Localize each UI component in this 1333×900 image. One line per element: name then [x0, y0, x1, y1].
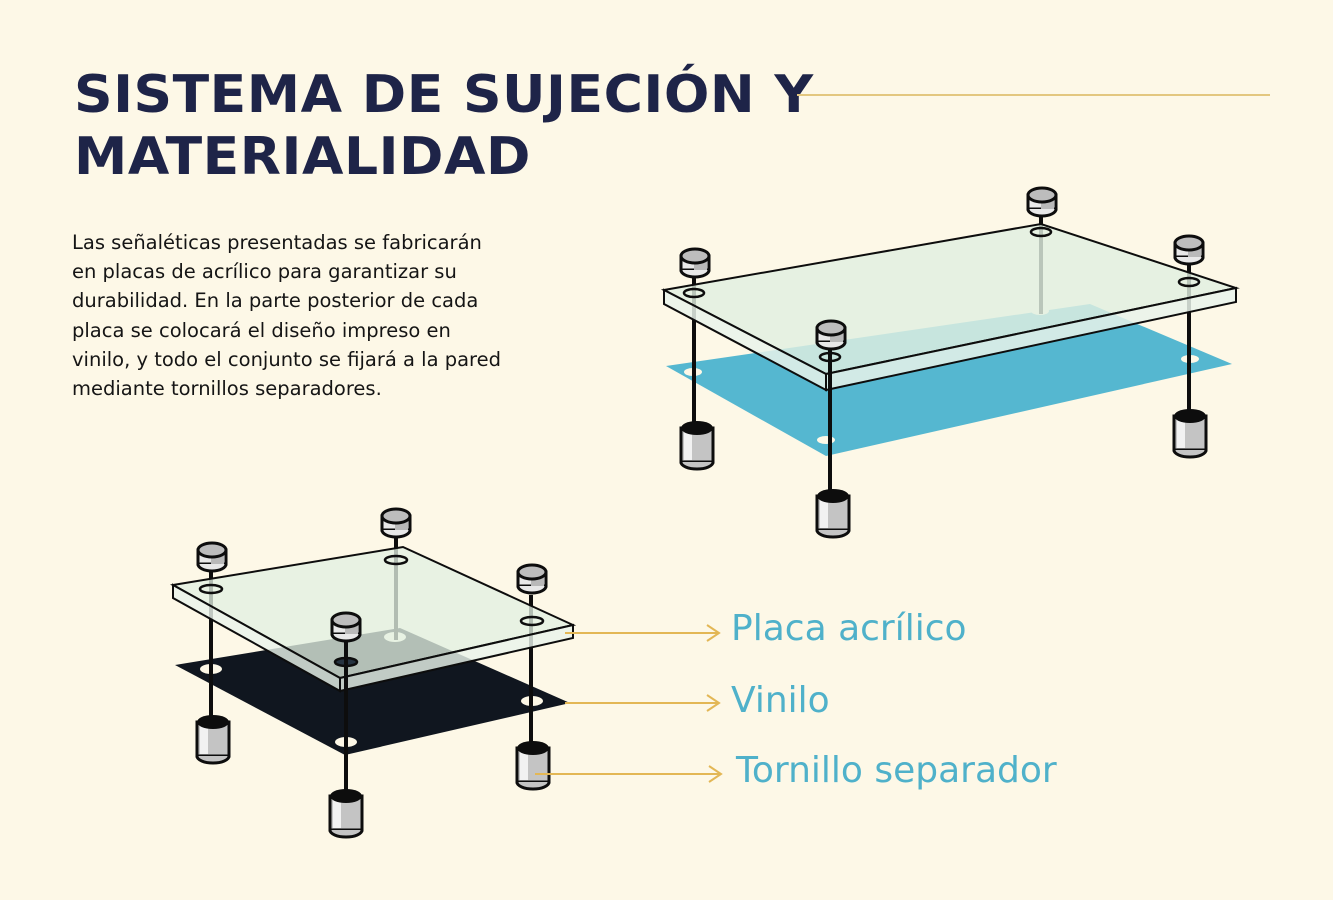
title-divider: [797, 94, 1270, 96]
rectangular-assembly: [660, 186, 1240, 539]
label-vinyl: Vinilo: [731, 680, 830, 721]
label-acrylic-plate: Placa acrílico: [731, 608, 967, 649]
title-line-1: SISTEMA DE SUJECIÓN Y: [74, 65, 814, 125]
description-line: vinilo, y todo el conjunto se fijará a l…: [72, 347, 502, 371]
description-line: placa se colocará el diseño impreso en: [72, 318, 451, 342]
page-title: SISTEMA DE SUJECIÓN Y MATERIALIDAD: [74, 64, 814, 188]
description-line: durabilidad. En la parte posterior de ca…: [72, 289, 479, 313]
vinyl-sheet-blue: [666, 304, 1232, 456]
description-line: mediante tornillos separadores.: [72, 377, 382, 401]
square-assembly: [170, 507, 577, 839]
description-line: en placas de acrílico para garantizar su: [72, 260, 457, 284]
description-line: Las señaléticas presentadas se fabricará…: [72, 231, 482, 254]
label-standoff-screw: Tornillo separador: [736, 750, 1057, 791]
leader-arrows: [535, 624, 723, 783]
title-line-2: MATERIALIDAD: [74, 127, 531, 187]
description-paragraph: Las señaléticas presentadas se fabricará…: [72, 228, 572, 403]
